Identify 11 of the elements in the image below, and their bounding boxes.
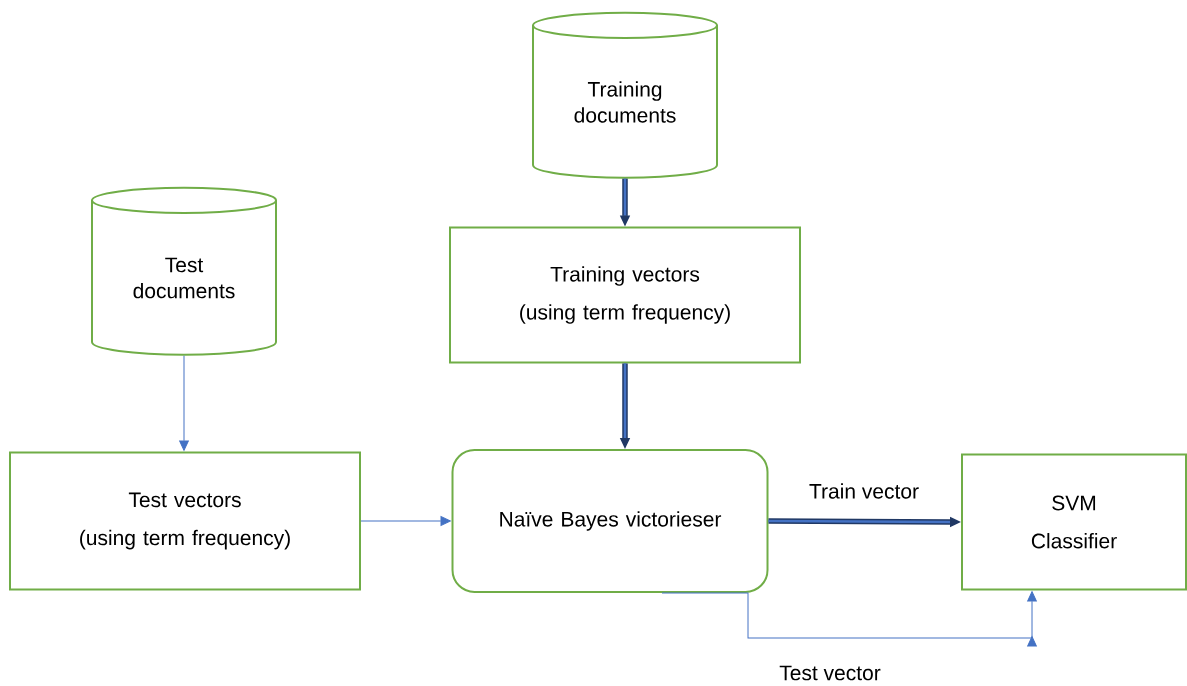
process-box: SVM Classifier <box>961 453 1187 591</box>
database-cylinder: Training documents <box>532 11 718 179</box>
arrow <box>360 516 451 526</box>
arrow <box>1027 591 1037 647</box>
database-cylinder: Test documents <box>91 186 277 356</box>
edge-label: Train vector <box>806 481 922 501</box>
process-box: Naïve Bayes victorieser <box>451 449 769 593</box>
arrow <box>179 355 189 451</box>
process-box: Test vectors (using term frequency) <box>9 451 361 591</box>
process-box: Training vectors (using term frequency) <box>449 226 801 364</box>
edge-label: Test vector <box>777 663 883 683</box>
